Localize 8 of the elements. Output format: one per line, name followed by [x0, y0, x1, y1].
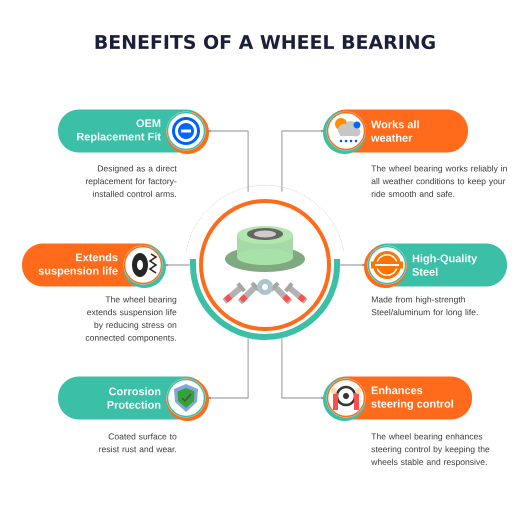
description: Made from high-strength Steel/aluminum for long life. — [372, 296, 478, 317]
description: The wheel bearing extends suspension life by reducing stress on connected components. — [86, 296, 176, 342]
description: Designed as a direct replacement for factory-installed control arms. — [86, 165, 177, 197]
description: The wheel bearing enhances steering control by keeping the wheels stable and responsive. — [371, 433, 490, 467]
title: BENEFITS OF A WHEEL BEARING — [96, 34, 435, 50]
description: The wheel bearing works reliably in all weather conditions to keep your ride smooth and safe. — [371, 165, 507, 197]
wheel-bearing-drawing — [186, 185, 344, 340]
description: Coated surface to resist rust and wear. — [99, 433, 176, 452]
